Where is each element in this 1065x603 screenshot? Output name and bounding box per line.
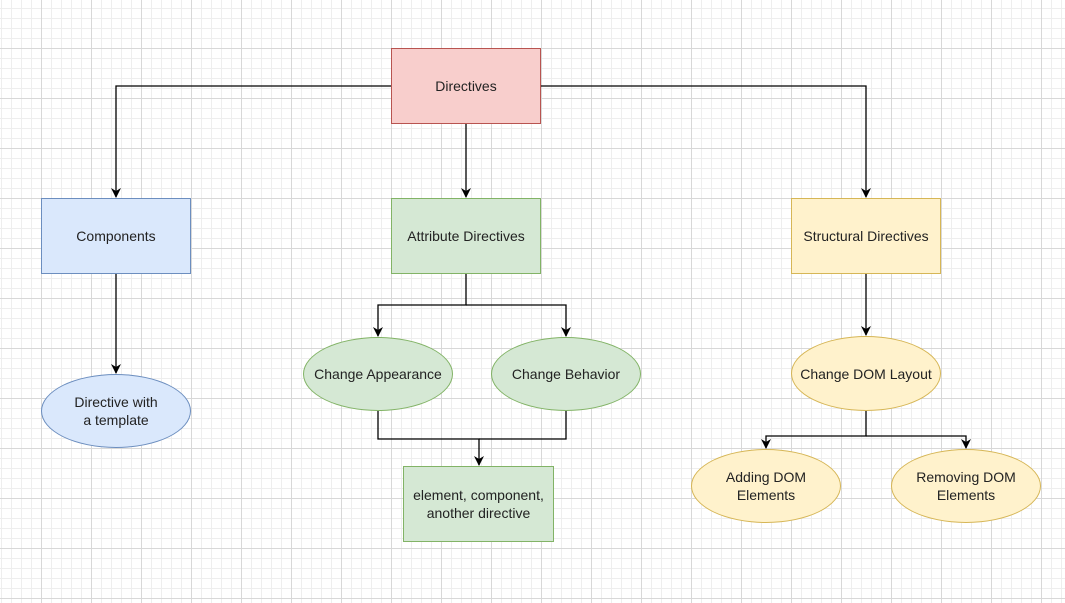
connector-dom-layout-to-adding-dom [761,411,867,449]
node-removing-dom-elements-label: Removing DOM Elements [916,469,1016,503]
node-attribute-directives[interactable]: Attribute Directives [391,198,541,274]
node-directives-label: Directives [435,78,497,94]
node-directive-with-template[interactable]: Directive with a template [41,374,191,448]
node-attribute-directives-label: Attribute Directives [407,228,525,244]
node-structural-directives-label: Structural Directives [803,228,929,244]
node-components[interactable]: Components [41,198,191,274]
connector-directives-to-components [111,85,391,198]
connector-attribute-to-change-behavior [466,304,571,337]
node-adding-dom-elements-label: Adding DOM Elements [725,469,807,503]
node-change-behavior-label: Change Behavior [511,366,621,382]
node-change-behavior[interactable]: Change Behavior [491,337,641,411]
node-change-dom-layout[interactable]: Change DOM Layout [791,336,941,411]
node-adding-dom-elements[interactable]: Adding DOM Elements [691,449,841,523]
connector-change-behavior-to-element-box [479,411,567,440]
node-change-appearance[interactable]: Change Appearance [303,337,453,411]
connector-change-appearance-to-element-box [377,411,484,466]
node-directive-with-template-label: Directive with a template [74,394,158,428]
connector-dom-layout-to-removing-dom [866,435,971,449]
connector-directives-to-structural-directives [541,85,871,198]
connector-attribute-to-change-appearance [373,274,467,337]
node-change-appearance-label: Change Appearance [314,366,442,382]
node-change-dom-layout-label: Change DOM Layout [800,365,932,382]
node-removing-dom-elements[interactable]: Removing DOM Elements [891,449,1041,523]
node-element-component-directive-label: element, component, another directive [413,487,544,521]
node-components-label: Components [76,228,156,244]
node-element-component-directive[interactable]: element, component, another directive [403,466,554,542]
node-directives[interactable]: Directives [391,48,541,124]
node-structural-directives[interactable]: Structural Directives [791,198,941,274]
